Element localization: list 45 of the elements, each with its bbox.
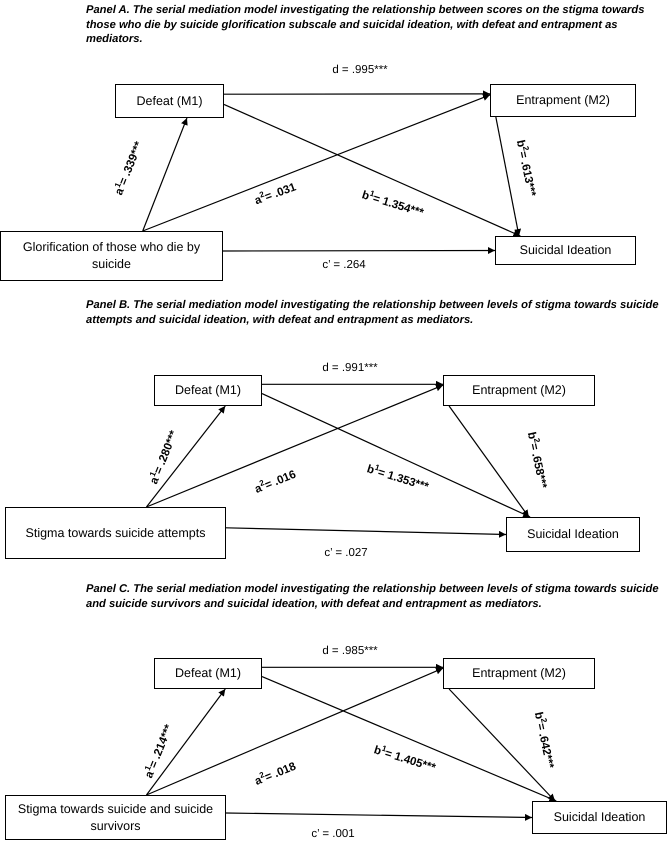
arrow [262, 664, 443, 671]
arrow [224, 90, 490, 98]
edge-label: d = .985*** [322, 645, 378, 657]
edge-label: a$^{2}$= .031 [252, 180, 298, 208]
edge-label: b$^{1}$= 1.405*** [372, 742, 438, 774]
variable-box: Suicidal Ideation [495, 236, 636, 265]
variable-box: Suicidal Ideation [532, 801, 667, 834]
edge-label: d = .995*** [332, 64, 388, 76]
edge-label: d = .991*** [322, 362, 378, 374]
arrow [448, 688, 556, 802]
arrow [226, 527, 506, 538]
variable-box: Suicidal Ideation [506, 517, 640, 552]
variable-box: Entrapment (M2) [443, 658, 595, 689]
variable-box: Glorification of those who die by suicide [0, 231, 223, 281]
arrow [146, 406, 226, 508]
variable-box: Defeat (M1) [115, 84, 224, 118]
arrow [142, 118, 188, 232]
edge-label: c’ = .001 [311, 828, 355, 840]
arrow [142, 94, 490, 232]
variable-box: Entrapment (M2) [443, 375, 595, 406]
arrow [146, 384, 444, 508]
variable-box: Entrapment (M2) [490, 84, 636, 117]
variable-box: Stigma towards suicide attempts [5, 507, 226, 559]
variable-box: Defeat (M1) [154, 375, 262, 406]
arrow [146, 688, 226, 796]
figure-caption: Panel A. The serial mediation model investigating the relationship between scores on the stigma towards those who die by suicide glorification subscale and suicidal ideation, with defeat and entrapment as mediators. [86, 3, 646, 47]
edge-label: a$^{2}$= .016 [252, 468, 298, 496]
variable-box: Defeat (M1) [154, 658, 262, 689]
arrow [262, 380, 443, 388]
figure-caption: Panel C. The serial mediation model investigating the relationship between levels of stigma towards suicide and suicide survivors and suicidal ideation, with defeat and entrapment as mediators. [86, 582, 660, 612]
figure-caption: Panel B. The serial mediation model investigating the relationship between levels of stigma towards suicide attempts and suicidal ideation, with defeat and entrapment as mediators. [86, 298, 660, 328]
edge-label: c’ = .027 [324, 547, 368, 559]
edge-label: b$^{1}$= 1.354*** [360, 188, 426, 220]
arrow [262, 676, 557, 802]
edge-label: b$^{1}$= 1.353*** [365, 462, 431, 494]
arrow [146, 668, 444, 796]
edge-label: a$^{2}$= .018 [252, 760, 298, 788]
arrow [226, 812, 532, 821]
arrow [224, 104, 521, 237]
arrow [495, 116, 522, 236]
arrow [262, 393, 530, 518]
variable-box: Stigma towards suicide and suicide survivors [5, 795, 226, 840]
edge-label: c’ = .264 [322, 259, 366, 271]
arrow [448, 406, 530, 518]
arrow [223, 247, 495, 254]
